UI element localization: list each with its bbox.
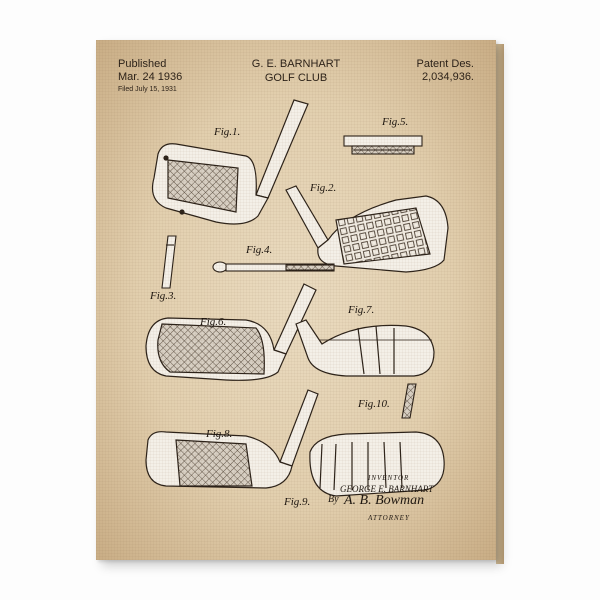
- canvas-edge: [496, 44, 504, 564]
- fig8-label: Fig.8.: [206, 428, 233, 440]
- fig10-drawing: [401, 383, 417, 419]
- fig6-drawing: [145, 283, 317, 381]
- inventor-signature: George E. Barnhart: [340, 484, 434, 494]
- patent-drawings: [145, 99, 449, 497]
- fig3-drawing: [161, 235, 177, 289]
- filed-date: Filed July 15, 1931: [118, 86, 177, 93]
- fig2-drawing: [285, 185, 449, 273]
- fig9-label: Fig.9.: [284, 496, 311, 508]
- inventor-heading: G. E. BARNHART: [251, 58, 341, 70]
- inventor-label: Inventor: [368, 474, 410, 482]
- fig8-drawing: [145, 389, 319, 489]
- attorney-signature: A. B. Bowman: [344, 493, 425, 508]
- fig5-label: Fig.5.: [382, 116, 409, 128]
- fig7-drawing: [295, 319, 435, 377]
- fig1-label: Fig.1.: [214, 126, 241, 138]
- attorney-by: By: [328, 494, 339, 505]
- fig7-label: Fig.7.: [348, 304, 375, 316]
- patent-number: 2,034,936.: [422, 71, 474, 83]
- patent-label: Patent Des.: [416, 58, 474, 70]
- attorney-label: Attorney: [368, 514, 410, 522]
- fig5-drawing: [343, 135, 423, 155]
- fig10-label: Fig.10.: [358, 398, 390, 410]
- fig3-label: Fig.3.: [150, 290, 177, 302]
- published-date: Mar. 24 1936: [118, 71, 183, 83]
- patent-title: GOLF CLUB: [264, 72, 328, 84]
- fig1-drawing: [151, 99, 309, 225]
- fig6-label: Fig.6.: [200, 316, 227, 328]
- fig4-label: Fig.4.: [246, 244, 273, 256]
- published-label: Published: [118, 58, 167, 70]
- canvas-print: Published Mar. 24 1936 Filed July 15, 19…: [96, 40, 496, 560]
- fig4-drawing: [212, 261, 335, 273]
- fig9-drawing: [309, 431, 445, 497]
- fig2-label: Fig.2.: [310, 182, 337, 194]
